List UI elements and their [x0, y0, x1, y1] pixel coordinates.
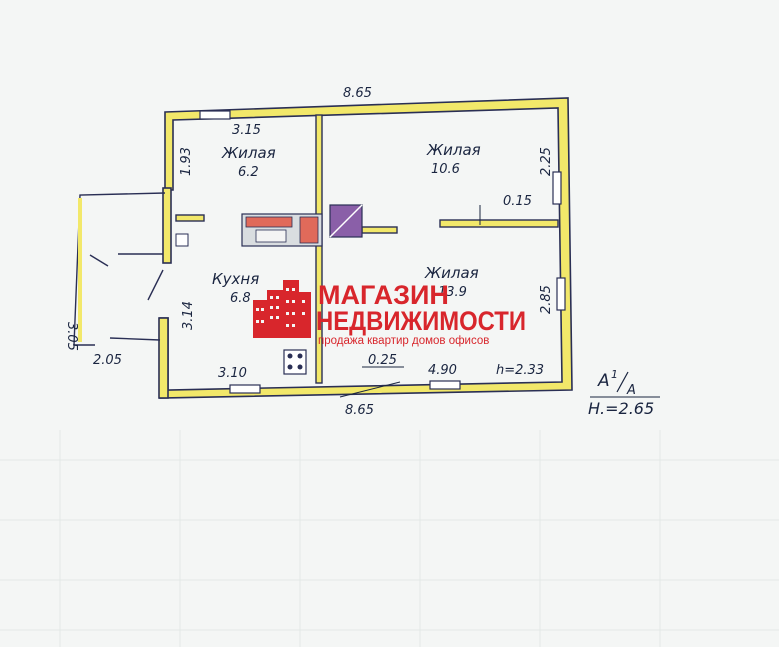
legend-height: Н.=2.65 — [588, 399, 654, 418]
stove — [241, 204, 363, 247]
dim-bottom-right: 4.90 — [428, 363, 457, 378]
watermark-line1: МАГАЗИН — [318, 280, 449, 310]
cooker — [283, 349, 307, 375]
legend-code-sup: 1 — [611, 368, 618, 381]
room-1-area: 6.2 — [238, 165, 259, 180]
dim-top-left-room: 3.15 — [232, 123, 261, 138]
dim-bottom-mid-wall: 0.25 — [368, 353, 397, 368]
dim-bottom-total: 8.65 — [345, 403, 374, 418]
left-walls — [158, 187, 172, 399]
interior-walls — [175, 114, 559, 384]
dim-porch-side: 3.05 — [64, 322, 79, 351]
paper-grid — [0, 430, 779, 647]
dim-left-upper: 1.93 — [179, 147, 194, 176]
dim-left-lower: 3.14 — [181, 301, 196, 330]
room-1-label: Жилая — [221, 144, 276, 162]
room-2-area: 10.6 — [431, 162, 460, 177]
watermark-tagline: продажа квартир домов офисов — [318, 335, 489, 347]
outer-walls — [159, 97, 573, 399]
dim-top-total: 8.65 — [343, 86, 372, 101]
room-3-area: 6.8 — [230, 291, 251, 306]
dim-right-lower: 2.85 — [539, 285, 554, 314]
watermark-line2: НЕДВИЖИМОСТИ — [316, 306, 526, 336]
windows — [199, 110, 566, 394]
room-4-area: 13.9 — [438, 285, 467, 300]
room-2-label: Жилая — [426, 141, 481, 159]
legend-code-sub: А — [626, 383, 636, 398]
room-4-label: Жилая — [424, 264, 479, 282]
watermark: МАГАЗИН НЕДВИЖИМОСТИ продажа квартир дом… — [253, 280, 526, 347]
dim-porch-bottom: 2.05 — [93, 353, 122, 368]
dim-bottom-left: 3.10 — [218, 366, 247, 381]
legend-code-main: А — [597, 371, 610, 391]
building-logo-icon — [253, 280, 311, 338]
ceiling-height: h=2.33 — [496, 363, 544, 378]
legend-code: А 1 А Н.=2.65 — [588, 368, 654, 418]
room-3-label: Кухня — [212, 270, 259, 288]
dim-right-upper: 2.25 — [539, 147, 554, 176]
dimension-lines — [339, 205, 660, 398]
dim-partition: 0.15 — [503, 194, 532, 209]
sink — [175, 233, 189, 247]
porch — [73, 192, 166, 346]
